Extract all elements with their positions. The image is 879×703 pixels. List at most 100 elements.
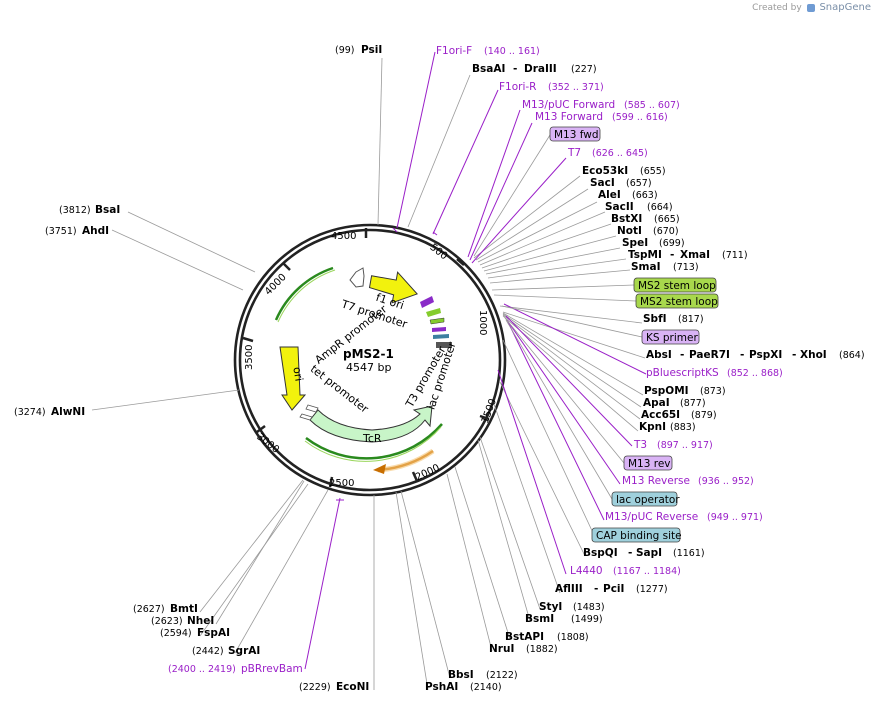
credit: Created by SnapGene <box>752 2 871 13</box>
enzyme-bmti-pos: (2627) <box>133 604 165 615</box>
orange-arrow-icon <box>373 464 386 474</box>
enzyme-nhei-pos: (2623) <box>151 616 183 627</box>
label-tcr: TcR <box>362 432 382 445</box>
enzyme-alwni-pos: (3274) <box>14 407 46 418</box>
enzyme-xhoi-pos: (864) <box>839 350 865 361</box>
box-lac-operator-label: lac operator <box>616 494 680 506</box>
tcr-arc <box>305 423 443 460</box>
enzyme-bstxi: BstXI <box>611 213 642 225</box>
enzyme-afliii: AflIII <box>555 583 583 595</box>
enzyme-acc65i: Acc65I <box>641 409 680 421</box>
box-ks-primer: KS primer <box>641 329 700 345</box>
primer-m13-forward: M13 Forward <box>535 111 603 123</box>
feature-ori <box>279 346 307 411</box>
box-m13-fwd: M13 fwd <box>549 126 601 142</box>
enzyme-psii-pos: (99) <box>335 45 355 56</box>
enzyme-pspomi-pos: (873) <box>700 386 726 397</box>
primer-pbrrevbam-range: (2400 .. 2419) <box>168 664 236 675</box>
snapgene-logo-icon <box>806 3 815 12</box>
enzyme-bstxi-pos: (665) <box>654 214 680 225</box>
credit-prefix: Created by <box>752 3 802 13</box>
enzyme-acc65i-pos: (879) <box>691 410 717 421</box>
feature-small-markers <box>299 296 452 421</box>
enzyme-eco53ki: Eco53kI <box>582 165 628 177</box>
enzyme-apai: ApaI <box>643 397 670 409</box>
enzyme-ahdi-pos: (3751) <box>45 226 77 237</box>
box-lac-operator: lac operator <box>611 491 680 507</box>
primer-m13-puc-forward-range: (585 .. 607) <box>624 100 680 111</box>
enzyme-spei: SpeI <box>622 237 648 249</box>
enzyme-bmti: BmtI <box>170 603 198 615</box>
enzyme-separator: - <box>513 63 517 75</box>
enzyme-ahdi: AhdI <box>82 225 109 237</box>
primer-t7-range: (626 .. 645) <box>592 148 648 159</box>
enzyme-econi: EcoNI <box>336 681 369 693</box>
enzyme-apai-pos: (877) <box>680 398 706 409</box>
enzyme-bbsi-pos: (2122) <box>486 670 518 681</box>
primer-m13-puc-reverse-range: (949 .. 971) <box>707 512 763 523</box>
feature-ampr-promoter <box>349 267 365 288</box>
feature-tcr <box>309 405 433 443</box>
primer-pbrrevbam: pBRrevBam <box>241 663 303 675</box>
primer-f1ori-r-range: (352 .. 371) <box>548 82 604 93</box>
enzyme-draiii: DraIII <box>524 63 557 75</box>
primer-pbluescriptks-range: (852 .. 868) <box>727 368 783 379</box>
enzyme-bsai: BsaI <box>95 204 120 216</box>
enzyme-sgrai-pos: (2442) <box>192 646 224 657</box>
enzyme-styi: StyI <box>539 601 562 613</box>
enzyme-pspomi: PspOMI <box>644 385 689 397</box>
enzyme-noti-pos: (670) <box>653 226 679 237</box>
enzyme-bsmi: BsmI <box>525 613 554 625</box>
tick-label-4000: 4000 <box>263 272 289 298</box>
enzyme-psii: PsiI <box>361 44 382 56</box>
box-m13-rev: M13 rev <box>623 455 673 471</box>
plasmid-name: pMS2-1 <box>343 347 394 361</box>
enzyme-absi: AbsI <box>646 349 672 361</box>
tick-label-1000: 1000 <box>477 310 488 335</box>
label-ori: ori <box>290 366 305 382</box>
enzyme-pshai-pos: (2140) <box>470 682 502 693</box>
primer-m13-puc-reverse: M13/pUC Reverse <box>605 511 698 523</box>
enzyme-bsai-pos: (3812) <box>59 205 91 216</box>
box-ks-primer-label: KS primer <box>646 332 698 344</box>
box-ms2-stem-loop-1: MS2 stem loop <box>633 277 717 293</box>
enzyme-separator: - <box>594 583 598 595</box>
credit-brand: SnapGene <box>819 2 871 13</box>
primer-t7: T7 <box>567 147 581 159</box>
enzyme-pspxi: PspXI <box>749 349 782 361</box>
enzyme-separator: - <box>680 349 684 361</box>
backbone <box>233 223 507 497</box>
enzyme-paer7i: PaeR7I <box>689 349 730 361</box>
enzyme-bstapi: BstAPI <box>505 631 544 643</box>
box-ms2-stem-loop-2-label: MS2 stem loop <box>640 296 718 308</box>
enzyme-kpni: KpnI <box>639 421 666 433</box>
tick-label-2000: 2000 <box>414 463 442 484</box>
box-ms2-stem-loop-1-label: MS2 stem loop <box>638 280 716 292</box>
enzyme-smai-pos: (713) <box>673 262 699 273</box>
enzyme-sbfi: SbfI <box>643 313 667 325</box>
enzyme-separator: - <box>792 349 796 361</box>
enzyme-sbfi-pos: (817) <box>678 314 704 325</box>
enzyme-saci-pos: (657) <box>626 178 652 189</box>
enzyme-separator: - <box>670 249 674 261</box>
primer-l4440-range: (1167 .. 1184) <box>613 566 681 577</box>
primer-l4440: L4440 <box>570 565 603 577</box>
enzyme-bstapi-pos: (1808) <box>557 632 589 643</box>
enzyme-saci: SacI <box>590 177 615 189</box>
enzyme-sapi: SapI <box>636 547 662 559</box>
tick-marks <box>242 228 490 488</box>
enzyme-alei: AleI <box>598 189 621 201</box>
enzyme-sacii: SacII <box>605 201 634 213</box>
enzyme-pcii-pos: (1277) <box>636 584 668 595</box>
tick-label-3500: 3500 <box>244 345 255 370</box>
primer-m13-forward-range: (599 .. 616) <box>612 112 668 123</box>
enzyme-bspqi: BspQI <box>583 547 618 559</box>
tick-label-4500: 4500 <box>331 231 356 242</box>
tick-label-2500: 2500 <box>329 478 354 489</box>
enzyme-tspmi: TspMI <box>628 249 662 261</box>
enzyme-separator: - <box>628 547 632 559</box>
enzyme-fspai-pos: (2594) <box>160 628 192 639</box>
enzyme-styi-pos: (1483) <box>573 602 605 613</box>
enzyme-bsaai: BsaAI <box>472 63 505 75</box>
